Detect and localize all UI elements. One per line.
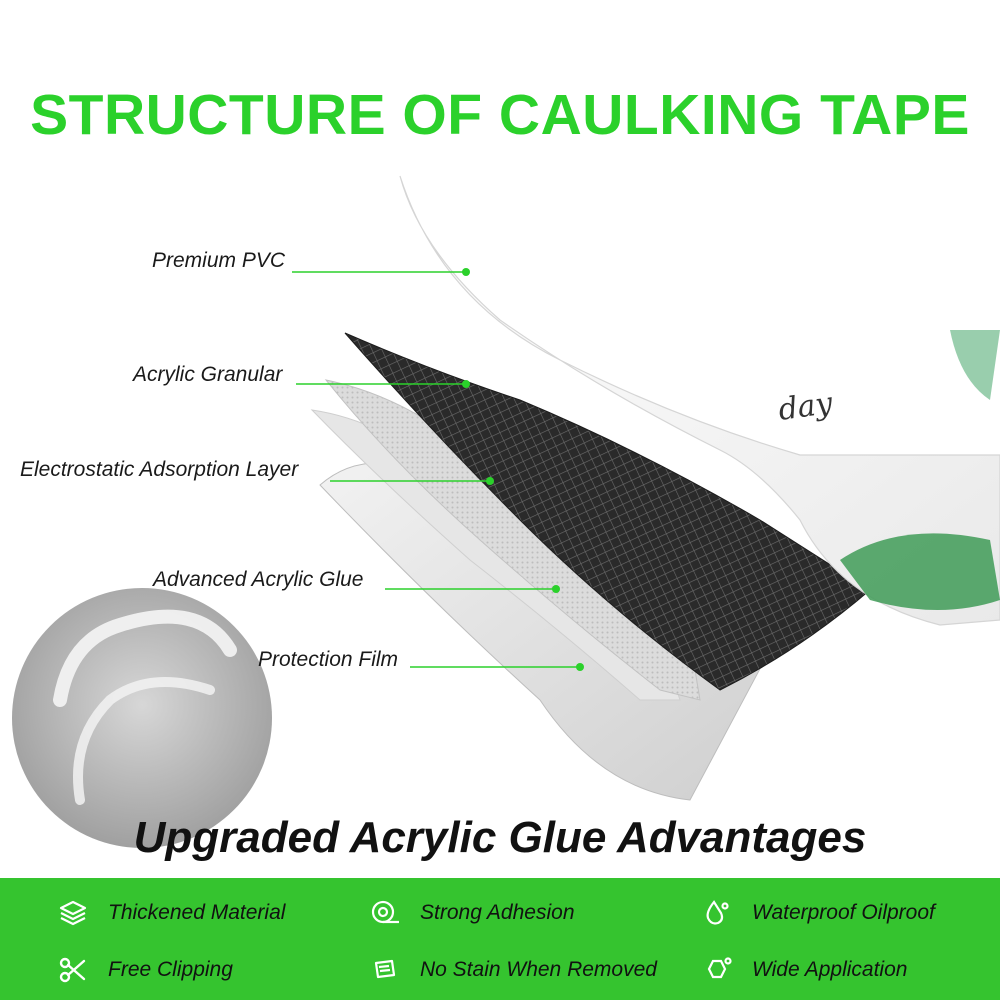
premium-pvc-layer bbox=[399, 175, 1000, 626]
feature-label: Waterproof Oilproof bbox=[752, 901, 935, 924]
water-drops-icon bbox=[706, 900, 729, 925]
acrylic-granular-layer bbox=[344, 332, 871, 691]
layers-icon bbox=[59, 900, 87, 926]
tape-roll-icon bbox=[371, 900, 399, 924]
layer-label-protection-film: Protection Film bbox=[258, 648, 399, 671]
feature-no-stain: No Stain When Removed bbox=[370, 955, 657, 985]
layer-label-premium-pvc: Premium PVC bbox=[152, 249, 286, 272]
feature-free-clipping: Free Clipping bbox=[58, 955, 233, 985]
scissors-icon bbox=[59, 957, 86, 983]
layer-label-acrylic-glue: Advanced Acrylic Glue bbox=[153, 568, 364, 591]
hexagon-icon bbox=[707, 957, 732, 979]
leader-lines bbox=[292, 271, 580, 668]
feature-label: Thickened Material bbox=[108, 901, 286, 924]
adsorption-layer bbox=[324, 379, 701, 701]
tape-print-text: day bbox=[776, 386, 835, 428]
leader-dots bbox=[462, 268, 584, 671]
feature-strong-adhesion: Strong Adhesion bbox=[370, 898, 575, 928]
glue-detail-photo bbox=[12, 588, 272, 848]
feature-label: No Stain When Removed bbox=[420, 958, 657, 981]
layer-label-adsorption: Electrostatic Adsorption Layer bbox=[20, 458, 299, 481]
feature-wide-application: Wide Application bbox=[702, 955, 907, 985]
feature-waterproof: Waterproof Oilproof bbox=[702, 898, 935, 928]
page-title: STRUCTURE OF CAULKING TAPE bbox=[30, 83, 970, 147]
layer-label-acrylic-granular: Acrylic Granular bbox=[133, 363, 283, 386]
feature-label: Free Clipping bbox=[108, 958, 233, 981]
feature-label: Wide Application bbox=[752, 958, 908, 981]
feature-thickened-material: Thickened Material bbox=[58, 898, 285, 928]
features-band bbox=[0, 878, 1000, 1000]
leaf-decoration bbox=[840, 533, 1000, 610]
eraser-icon bbox=[374, 959, 396, 979]
feature-label: Strong Adhesion bbox=[420, 901, 575, 924]
advantages-heading: Upgraded Acrylic Glue Advantages bbox=[133, 813, 867, 862]
